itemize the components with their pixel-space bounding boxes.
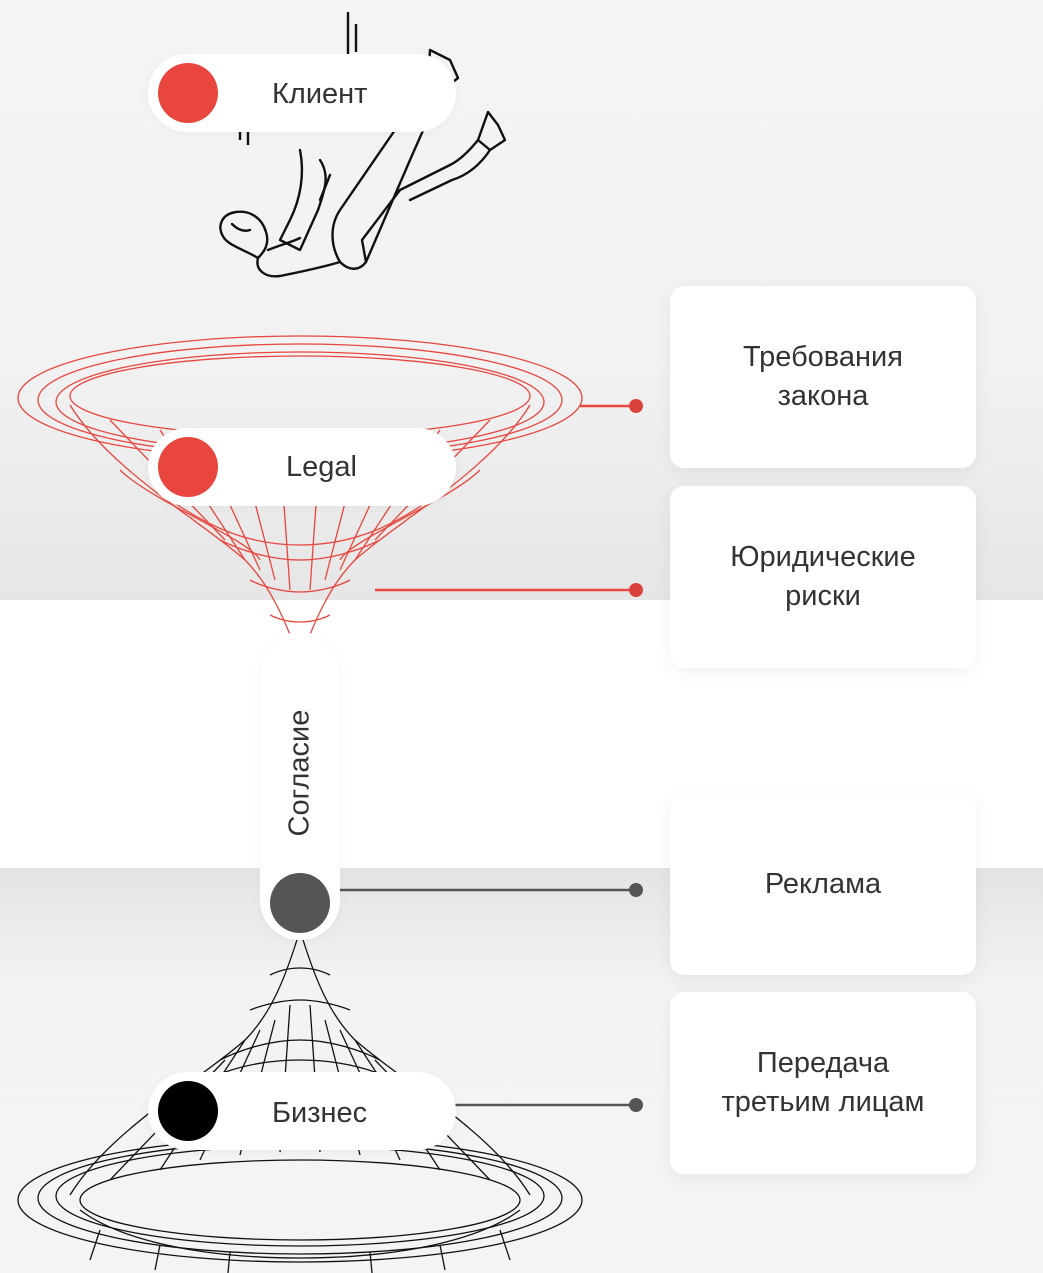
business-label: Бизнес: [272, 1097, 368, 1129]
card-advertising: Реклама: [670, 793, 976, 975]
connector-lines: [340, 399, 643, 1112]
business-dot: [158, 1081, 218, 1141]
client-dot: [158, 63, 218, 123]
consent-dot: [270, 873, 330, 933]
card-legal-risks-text: Юридические риски: [730, 541, 916, 612]
card-third-party-transfer: Передача третьим лицам: [670, 992, 976, 1174]
card-third-party-transfer-text: Передача третьим лицам: [721, 1047, 925, 1118]
card-legal-risks: Юридические риски: [670, 486, 976, 668]
legal-label: Legal: [286, 451, 357, 483]
consent-label: Согласие: [283, 709, 316, 837]
card-advertising-text: Реклама: [764, 867, 882, 900]
card-law-requirements-text: Требования закона: [743, 341, 903, 412]
card-law-requirements: Требования закона: [670, 286, 976, 468]
client-label: Клиент: [272, 78, 368, 110]
legal-dot: [158, 437, 218, 497]
